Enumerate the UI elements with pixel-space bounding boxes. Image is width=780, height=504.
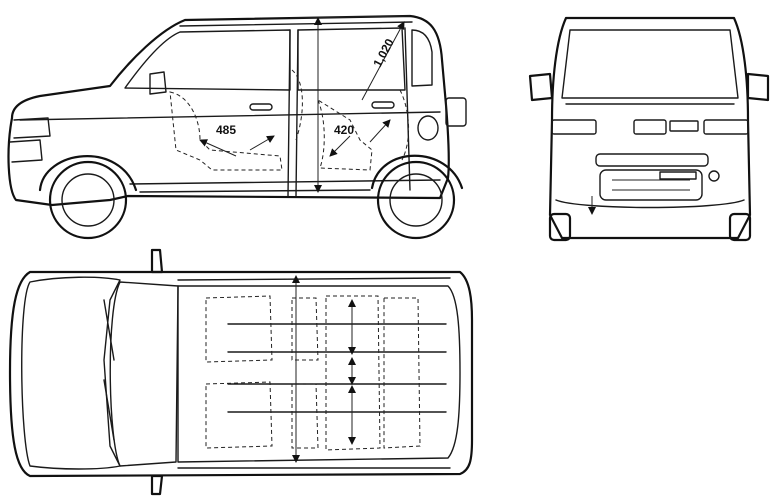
top-view (8, 248, 474, 496)
interior-height-label: 1,020 (370, 36, 397, 69)
side-view: 485 420 1,020 (7, 14, 467, 240)
front-view (528, 16, 770, 242)
rear-legroom-label: 420 (334, 123, 354, 137)
front-legroom-label: 485 (216, 123, 236, 137)
